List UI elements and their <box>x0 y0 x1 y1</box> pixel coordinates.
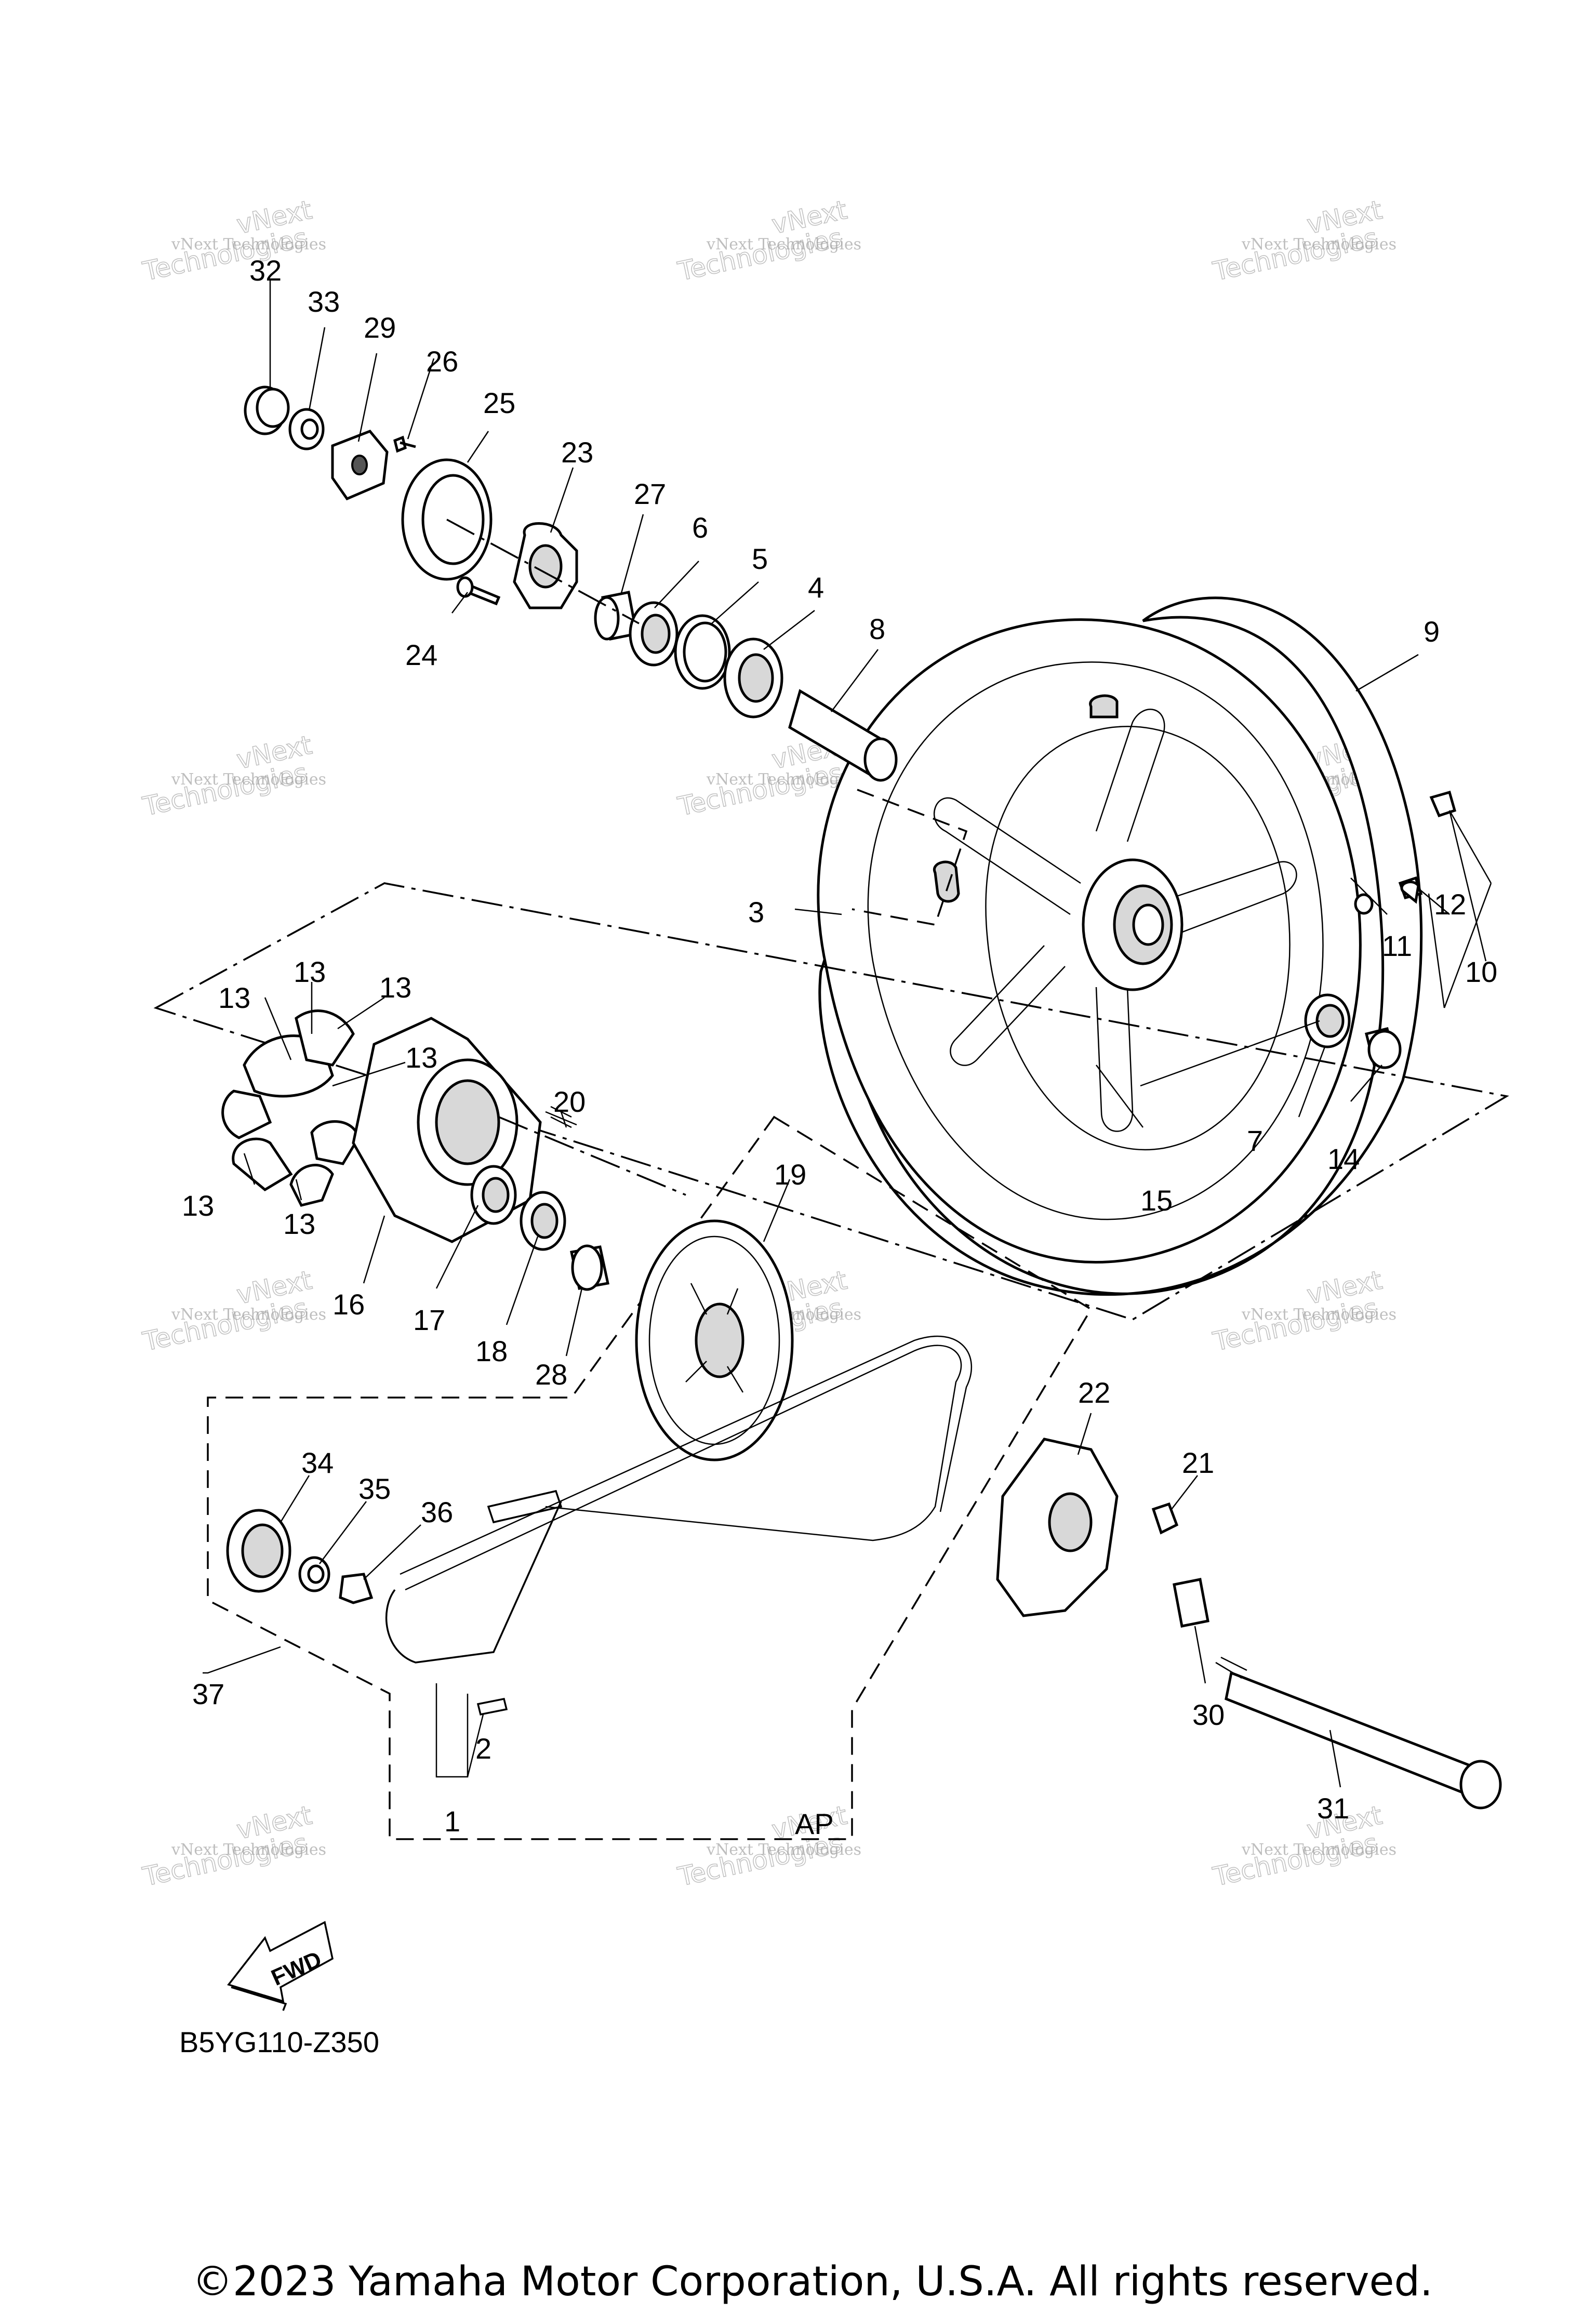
callout-11: 11 <box>1382 929 1412 962</box>
watermark-vnext-technologies: vNext Technologies <box>1241 1306 1396 1324</box>
watermark-technologies: Technologies <box>1210 1293 1380 1357</box>
copyright-notice: ©2023 Yamaha Motor Corporation, U.S.A. A… <box>192 2258 1433 2305</box>
watermark-technologies: Technologies <box>1210 1828 1380 1892</box>
rear-axle-parts <box>996 1438 1502 1810</box>
left-side-hub-parts <box>244 385 898 782</box>
drive-assembly-outline <box>207 1115 1093 1840</box>
fwd-arrow-icon: FWD <box>227 1921 334 2011</box>
watermark-vnext-technologies: vNext Technologies <box>1241 235 1396 254</box>
watermark-technologies: Technologies <box>675 757 845 822</box>
fwd-label: FWD <box>268 1946 325 1991</box>
callout-10: 10 <box>1465 955 1497 988</box>
leader-lines <box>203 281 1492 1788</box>
callout-23: 23 <box>561 436 593 469</box>
callout-5: 5 <box>752 542 768 575</box>
callout-13c: 13 <box>379 971 411 1004</box>
callout-13a: 13 <box>218 981 250 1014</box>
watermark-technologies: Technologies <box>1210 222 1380 287</box>
callout-35: 35 <box>358 1472 391 1505</box>
watermark-technologies: Technologies <box>140 1828 310 1892</box>
watermark-vnext-technologies: vNext Technologies <box>171 235 326 254</box>
callout-3: 3 <box>748 896 764 928</box>
watermark-vnext-technologies: vNext Technologies <box>706 235 861 254</box>
callout-13d: 13 <box>405 1041 437 1074</box>
watermark-vnext-technologies: vNext Technologies <box>171 1306 326 1324</box>
callout-15: 15 <box>1140 1184 1173 1217</box>
callout-21: 21 <box>1182 1446 1214 1479</box>
callout-18: 18 <box>475 1335 508 1367</box>
callout-32: 32 <box>249 254 282 287</box>
callout-25: 25 <box>483 387 515 419</box>
watermark-vnext-technologies: vNext Technologies <box>1241 1841 1396 1859</box>
callout-13e: 13 <box>182 1189 214 1222</box>
callout-4: 4 <box>808 571 824 604</box>
valve-and-balancer-parts <box>1354 790 1457 915</box>
callout-28: 28 <box>535 1358 567 1391</box>
callout-14: 14 <box>1327 1142 1360 1175</box>
assembly-ap-label: AP <box>795 1807 834 1840</box>
callout-8: 8 <box>869 613 885 645</box>
watermark-technologies: Technologies <box>140 757 310 822</box>
callout-29: 29 <box>364 311 396 344</box>
callout-13f: 13 <box>283 1207 315 1240</box>
callout-30: 30 <box>1192 1698 1225 1731</box>
callout-9: 9 <box>1424 615 1440 648</box>
front-sprocket-group <box>226 1509 374 1604</box>
callout-12: 12 <box>1434 888 1466 921</box>
callout-26: 26 <box>426 345 458 378</box>
callout-36: 36 <box>421 1496 453 1528</box>
right-bearing-parts <box>1304 993 1402 1069</box>
callout-16: 16 <box>332 1288 365 1321</box>
callout-7: 7 <box>1247 1124 1263 1157</box>
rear-sprocket <box>635 1219 794 1461</box>
callout-33: 33 <box>308 285 340 318</box>
callout-34: 34 <box>301 1446 334 1479</box>
watermark-vnext-technologies: vNext Technologies <box>171 770 326 789</box>
drive-chain <box>385 1335 972 1716</box>
watermark-technologies: Technologies <box>140 222 310 287</box>
diagram-code: B5YG110-Z350 <box>179 2026 379 2058</box>
watermark-vnext-technologies: vNext Technologies <box>706 1841 861 1859</box>
callout-31: 31 <box>1317 1792 1349 1825</box>
callout-13b: 13 <box>294 955 326 988</box>
watermark-vnext-technologies: vNext Technologies <box>706 770 861 789</box>
callout-1: 1 <box>444 1805 460 1838</box>
damper-hub-group <box>221 1009 686 1291</box>
watermark-technologies: Technologies <box>675 222 845 287</box>
rear-wheel <box>817 596 1423 1296</box>
callout-19: 19 <box>774 1158 806 1191</box>
callout-20: 20 <box>553 1085 586 1118</box>
callout-22: 22 <box>1078 1376 1110 1409</box>
callout-6: 6 <box>692 511 708 544</box>
callout-27: 27 <box>634 477 666 510</box>
callout-17: 17 <box>413 1304 445 1336</box>
callout-2: 2 <box>475 1732 491 1765</box>
callout-24: 24 <box>405 639 437 671</box>
callout-37: 37 <box>192 1678 224 1710</box>
watermark-technologies: Technologies <box>140 1293 310 1357</box>
watermark-vnext-technologies: vNext Technologies <box>171 1841 326 1859</box>
hub-assembly-outline <box>153 882 1509 1321</box>
